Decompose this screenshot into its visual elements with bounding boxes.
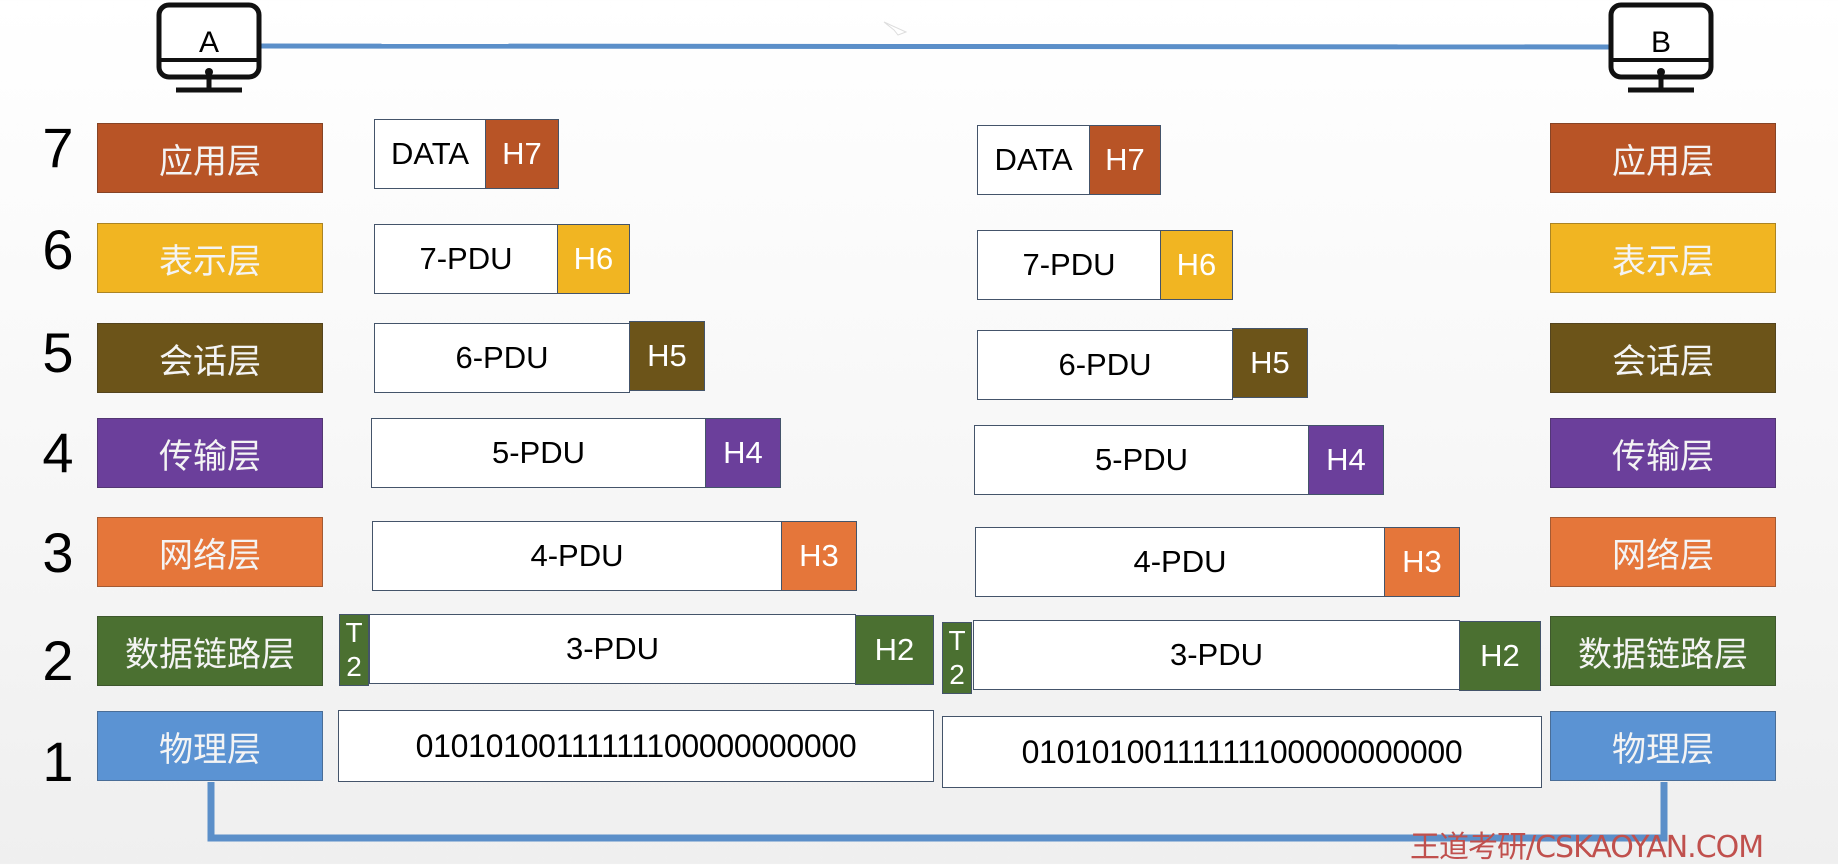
left-l2-trailer: T 2 <box>339 614 369 686</box>
trailer-letter: T <box>345 617 363 648</box>
host-a: A <box>156 2 262 98</box>
host-b-layer-presentation: 表示层 <box>1550 223 1776 293</box>
right-l7-header: H7 <box>1089 125 1161 195</box>
right-l6-header: H6 <box>1160 230 1233 300</box>
monitor-icon <box>1608 2 1714 93</box>
left-l4-header: H4 <box>705 418 781 488</box>
host-b-layer-session: 会话层 <box>1550 323 1776 393</box>
host-a-layer-datalink: 数据链路层 <box>97 616 323 686</box>
layer-number-1: 1 <box>42 730 74 793</box>
left-l5-data: 6-PDU <box>374 323 630 393</box>
left-l6-data: 7-PDU <box>374 224 558 294</box>
logical-link-line <box>257 43 1613 50</box>
right-l4-data: 5-PDU <box>974 425 1309 495</box>
host-a-layer-network: 网络层 <box>97 517 323 587</box>
host-a-layer-application: 应用层 <box>97 123 323 193</box>
monitor-icon <box>156 2 262 93</box>
host-b-layer-transport: 传输层 <box>1550 418 1776 488</box>
left-l4-data: 5-PDU <box>371 418 706 488</box>
host-a-layer-transport: 传输层 <box>97 418 323 488</box>
right-l2-header: H2 <box>1459 621 1541 691</box>
layer-number-3: 3 <box>42 521 74 584</box>
host-b-layer-application: 应用层 <box>1550 123 1776 193</box>
left-l1-bitstream: 01010100111111100000000000 <box>338 710 934 782</box>
right-l1-bitstream: 01010100111111100000000000 <box>942 716 1542 788</box>
trailer-letter: T <box>948 625 966 656</box>
layer-number-4: 4 <box>42 421 74 484</box>
layer-number-2: 2 <box>42 629 74 692</box>
layer-number-6: 6 <box>42 218 74 281</box>
host-b-layer-network: 网络层 <box>1550 517 1776 587</box>
physical-link-line <box>207 782 1668 842</box>
right-l3-data: 4-PDU <box>975 527 1385 597</box>
host-a-layer-presentation: 表示层 <box>97 223 323 293</box>
left-l5-header: H5 <box>629 321 705 391</box>
right-l5-header: H5 <box>1232 328 1308 398</box>
right-l7-data: DATA <box>977 125 1090 195</box>
right-l2-data: 3-PDU <box>973 620 1460 690</box>
left-l7-header: H7 <box>485 119 559 189</box>
left-l2-header: H2 <box>855 615 934 685</box>
left-l2-data: 3-PDU <box>369 614 856 684</box>
layer-number-7: 7 <box>42 116 74 179</box>
cursor-icon <box>883 21 908 36</box>
host-b-layer-datalink: 数据链路层 <box>1550 616 1776 686</box>
host-a-label: A <box>198 26 219 59</box>
right-l3-header: H3 <box>1384 527 1460 597</box>
host-b-label: B <box>1650 26 1671 59</box>
host-a-layer-physical: 物理层 <box>97 711 323 781</box>
left-l6-header: H6 <box>557 224 630 294</box>
trailer-number: 2 <box>949 659 965 690</box>
right-l4-header: H4 <box>1308 425 1384 495</box>
right-l2-trailer: T 2 <box>942 622 972 694</box>
watermark-text: 王道考研/CSKAOYAN.COM <box>1410 830 1764 865</box>
host-b: B <box>1608 2 1714 98</box>
host-b-layer-physical: 物理层 <box>1550 711 1776 781</box>
right-l6-data: 7-PDU <box>977 230 1161 300</box>
host-a-layer-session: 会话层 <box>97 323 323 393</box>
left-l7-data: DATA <box>374 119 486 189</box>
trailer-number: 2 <box>346 651 362 682</box>
left-l3-data: 4-PDU <box>372 521 782 591</box>
layer-number-5: 5 <box>42 321 74 384</box>
left-l3-header: H3 <box>781 521 857 591</box>
right-l5-data: 6-PDU <box>977 330 1233 400</box>
